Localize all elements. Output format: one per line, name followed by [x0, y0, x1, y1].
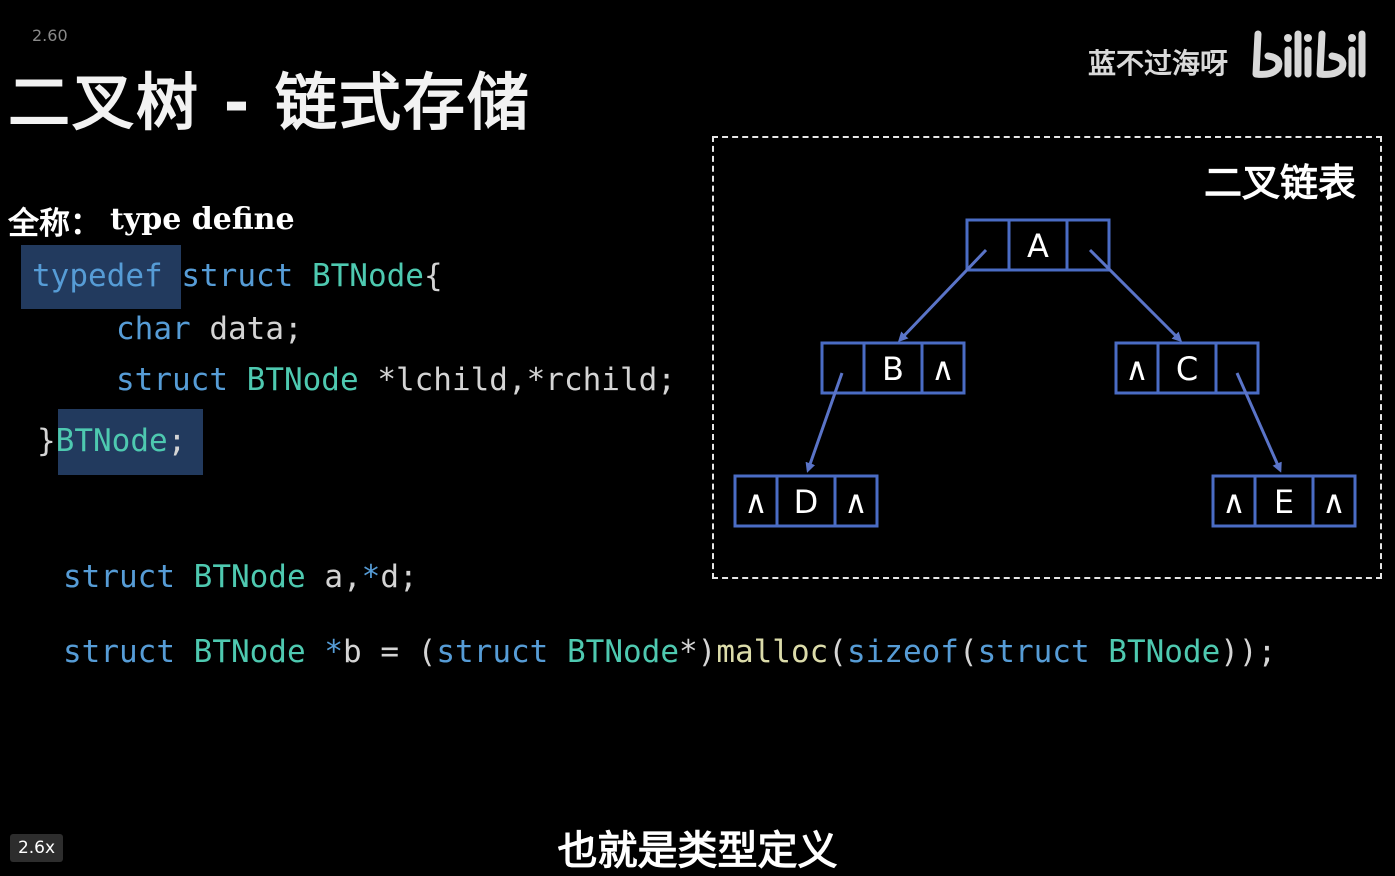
right-pointer-cell — [1311, 474, 1357, 528]
left-pointer-cell-label: ∧ — [1222, 483, 1245, 521]
right-pointer-cell — [833, 474, 879, 528]
right-pointer-cell — [1065, 218, 1111, 272]
arrow-b-to-d — [805, 372, 844, 473]
identifier: data; — [209, 311, 303, 347]
code-line-children: struct BTNode *lchild,*rchild; — [116, 365, 676, 396]
version-label: 2.60 — [32, 26, 68, 45]
punctuation: } — [37, 423, 56, 459]
left-pointer-cell-label: ∧ — [744, 483, 767, 521]
keyword: struct — [181, 258, 294, 294]
identifier: d; — [380, 559, 418, 595]
keyword: sizeof — [846, 634, 959, 670]
identifier: b — [342, 634, 362, 670]
right-pointer-cell — [920, 341, 966, 395]
type-name: BTNode — [567, 634, 679, 670]
slide-title: 二叉树 - 链式存储 — [8, 66, 531, 139]
tree-node-e: ∧ E ∧ — [1211, 474, 1357, 528]
left-pointer-cell — [820, 341, 866, 395]
type-name: BTNode — [311, 258, 424, 294]
code-line-typedef: typedef struct BTNode{ — [32, 261, 443, 292]
punctuation: )); — [1220, 634, 1277, 670]
punctuation: ( — [417, 634, 437, 670]
type-name: BTNode — [193, 559, 306, 595]
btnode-highlight — [58, 409, 203, 475]
right-pointer-cell-label: ∧ — [844, 483, 867, 521]
keyword: struct — [436, 634, 549, 670]
playback-speed-badge[interactable]: 2.6x — [10, 834, 63, 862]
uploader-watermark: 蓝不过海呀 — [1088, 47, 1229, 80]
identifier: a, — [324, 559, 362, 595]
operator: = — [380, 634, 399, 670]
type-name: BTNode — [1108, 634, 1221, 670]
data-cell-label: E — [1274, 483, 1294, 521]
type-name: BTNode — [246, 362, 359, 398]
fullname-label: 全称： — [8, 206, 101, 242]
video-subtitle: 也就是类型定义 — [557, 828, 838, 874]
arrow-a-to-c — [1088, 248, 1183, 343]
keyword: struct — [977, 634, 1090, 670]
right-pointer-cell-label: ∧ — [1322, 483, 1345, 521]
fullname-value: type define — [110, 202, 295, 237]
code-line-char: char data; — [116, 314, 303, 345]
bilibili-logo-icon — [1252, 26, 1370, 86]
data-cell-label: D — [794, 483, 819, 521]
punctuation: ( — [958, 634, 978, 670]
left-pointer-cell-label: ∧ — [1125, 350, 1148, 388]
function-name: malloc — [716, 634, 829, 670]
binary-linked-list-diagram — [712, 136, 1382, 579]
pointer-star: * — [361, 559, 381, 595]
punctuation: *) — [678, 634, 717, 670]
right-pointer-cell — [1214, 341, 1260, 395]
type-name: BTNode — [193, 634, 306, 670]
keyword: struct — [63, 559, 175, 595]
typedef-highlight — [21, 245, 181, 309]
code-line-close: }BTNode; — [37, 426, 186, 457]
punctuation: ( — [828, 634, 847, 670]
data-cell-label: A — [1027, 227, 1049, 265]
punctuation: ; — [167, 423, 187, 459]
arrow-c-to-e — [1235, 372, 1282, 473]
right-pointer-cell-label: ∧ — [931, 350, 954, 388]
keyword: struct — [116, 362, 228, 398]
tree-node-d: ∧ D ∧ — [733, 474, 879, 528]
tree-node-b: B∧ — [820, 341, 966, 395]
tree-node-a: A — [965, 218, 1111, 272]
type-name: BTNode — [55, 423, 168, 459]
punctuation: { — [423, 258, 443, 294]
code-line-malloc: struct BTNode *b = (struct BTNode*)mallo… — [63, 637, 1276, 668]
tree-node-c: ∧C — [1114, 341, 1260, 395]
code-line-declaration: struct BTNode a,*d; — [63, 562, 418, 593]
keyword: struct — [63, 634, 175, 670]
diagram-label: 二叉链表 — [1204, 161, 1357, 205]
identifier: *lchild,*rchild; — [377, 362, 676, 398]
data-cell-label: C — [1176, 350, 1198, 388]
keyword: char — [116, 311, 191, 347]
arrow-a-to-b — [897, 248, 988, 343]
keyword: typedef — [32, 258, 163, 294]
pointer-star: * — [324, 634, 343, 670]
data-cell-label: B — [882, 350, 904, 388]
